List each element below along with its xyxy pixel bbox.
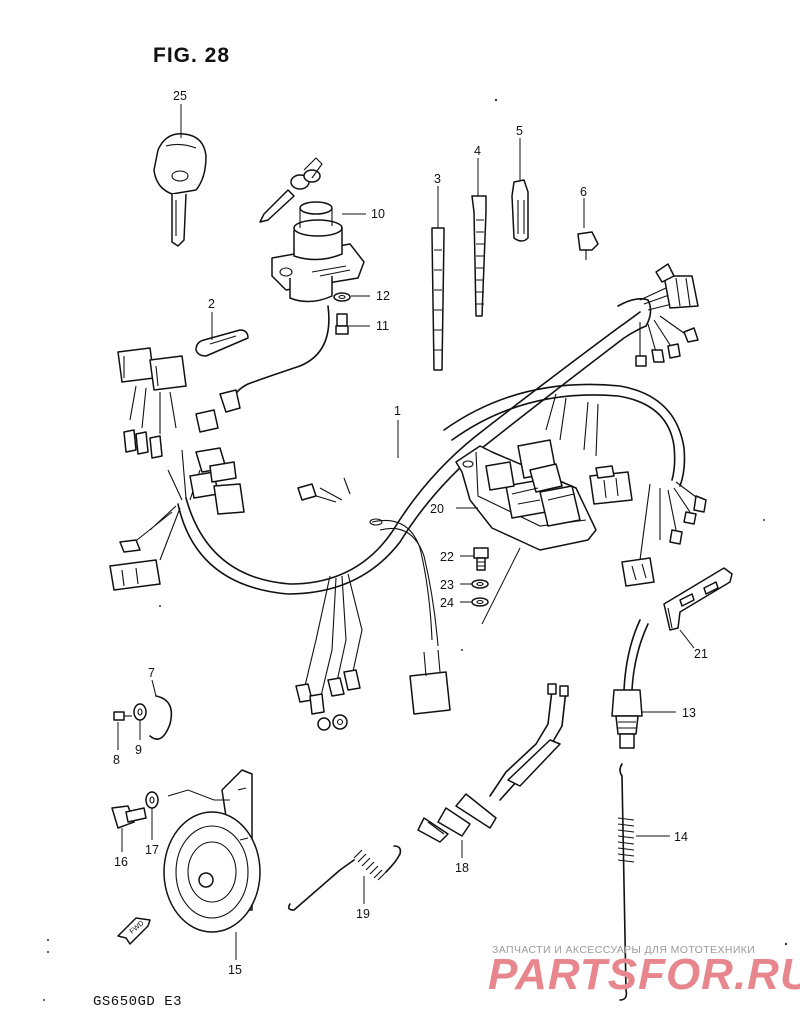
callout-7: 7 xyxy=(148,666,155,680)
callout-8: 8 xyxy=(113,753,120,767)
fwd-arrow-icon: FWD xyxy=(117,917,151,945)
callout-15: 15 xyxy=(228,963,242,977)
key-part xyxy=(153,133,207,247)
callout-18: 18 xyxy=(455,861,469,875)
bolt-22 xyxy=(473,547,489,571)
washer-9 xyxy=(133,703,147,721)
callout-13: 13 xyxy=(682,706,696,720)
callout-3: 3 xyxy=(434,172,441,186)
callout-20: 20 xyxy=(430,502,444,516)
connector-bracket-20 xyxy=(455,439,597,551)
washer-23 xyxy=(471,579,489,589)
callout-21: 21 xyxy=(694,647,708,661)
clamp-6 xyxy=(577,231,599,260)
callout-24: 24 xyxy=(440,596,454,610)
callout-14: 14 xyxy=(674,830,688,844)
callout-19: 19 xyxy=(356,907,370,921)
callout-16: 16 xyxy=(114,855,128,869)
clip-7 xyxy=(149,695,173,740)
bracket-21 xyxy=(663,567,733,631)
callout-23: 23 xyxy=(440,578,454,592)
callout-1: 1 xyxy=(394,404,401,418)
washer-17 xyxy=(145,791,159,809)
switch-18 xyxy=(417,683,569,843)
callout-4: 4 xyxy=(474,144,481,158)
scan-dots xyxy=(43,98,788,1001)
watermark-tagline: ЗАПЧАСТИ И АКСЕССУАРЫ ДЛЯ МОТОТЕХНИКИ xyxy=(492,944,756,956)
horn-15 xyxy=(163,769,261,933)
callout-6: 6 xyxy=(580,185,587,199)
callout-25: 25 xyxy=(173,89,187,103)
screw-8 xyxy=(113,711,125,721)
washer-24 xyxy=(471,597,489,607)
callout-22: 22 xyxy=(440,550,454,564)
callout-5: 5 xyxy=(516,124,523,138)
washer-12 xyxy=(333,292,351,302)
stop-switch-13 xyxy=(611,619,649,749)
callout-labels: 25 10 12 11 3 4 5 6 2 1 20 22 23 24 21 1… xyxy=(113,89,708,977)
model-code: GS650GD E3 xyxy=(93,994,183,1010)
bolt-16 xyxy=(111,805,147,829)
callout-10: 10 xyxy=(371,207,385,221)
band-clamp-4 xyxy=(471,195,487,317)
callout-9: 9 xyxy=(135,743,142,757)
watermark-logo: PARTSFOR.RU xyxy=(488,950,800,999)
callout-17: 17 xyxy=(145,843,159,857)
clamp-5 xyxy=(511,179,529,242)
spring-19 xyxy=(287,845,402,911)
spring-rod-14 xyxy=(617,763,635,1001)
wiring-harness-part xyxy=(109,263,707,731)
callout-2: 2 xyxy=(208,297,215,311)
figure-title: FIG. 28 xyxy=(153,44,231,67)
callout-12: 12 xyxy=(376,289,390,303)
callout-11: 11 xyxy=(376,319,389,333)
band-clamp-3 xyxy=(431,227,445,371)
screw-11 xyxy=(336,313,348,327)
ignition-switch-part xyxy=(259,157,365,303)
